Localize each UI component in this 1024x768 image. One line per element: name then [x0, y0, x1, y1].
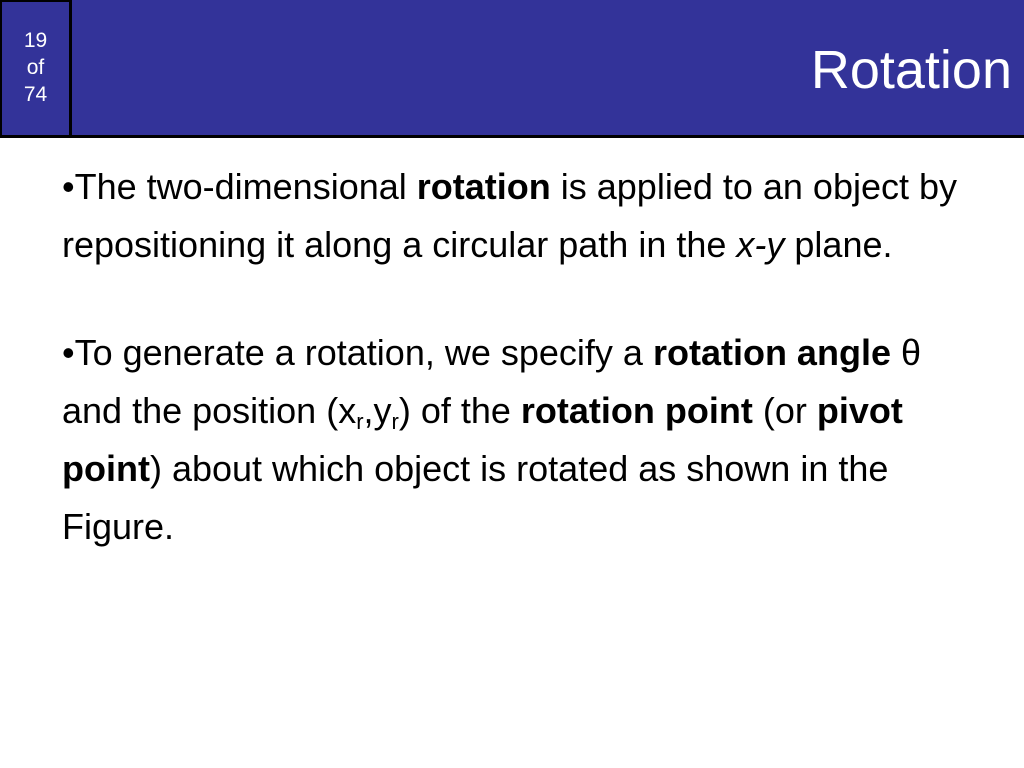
bullet-rotation-definition: •The two-dimensional rotation is applied…	[62, 158, 962, 274]
bullet-text: ) of the	[398, 390, 521, 431]
slide-title: Rotation	[810, 40, 1012, 100]
bold-term-rotation-angle: rotation angle	[652, 332, 891, 373]
page-counter: 19 of 74	[0, 0, 72, 138]
page-of: of	[26, 56, 45, 79]
slide-header: 19 of 74 Rotation	[0, 0, 1024, 138]
subscript-r: r	[391, 409, 399, 434]
bullet-text: is applied to an object by repositioning…	[62, 166, 968, 265]
page-total: 74	[23, 83, 48, 106]
italic-term-xy: x-y	[736, 224, 785, 265]
bullet-text: θ and the position (x	[62, 332, 932, 431]
bullet-text: ,y	[363, 390, 392, 431]
subscript-r: r	[356, 409, 364, 434]
bullet-text: plane.	[784, 224, 893, 265]
page-current: 19	[23, 29, 48, 52]
bullet-text: ) about which object is rotated as shown…	[62, 448, 899, 547]
slide-content: •The two-dimensional rotation is applied…	[62, 158, 962, 606]
bullet-text: •To generate a rotation, we specify a	[62, 332, 653, 373]
bold-term-rotation-point: rotation point	[520, 390, 753, 431]
bold-term-pivot-point: pivot point	[62, 390, 903, 489]
bullet-text: (or	[752, 390, 817, 431]
bold-term-rotation: rotation	[416, 166, 551, 207]
bullet-rotation-generation: •To generate a rotation, we specify a ro…	[62, 324, 962, 556]
bullet-text: •The two-dimensional	[62, 166, 417, 207]
